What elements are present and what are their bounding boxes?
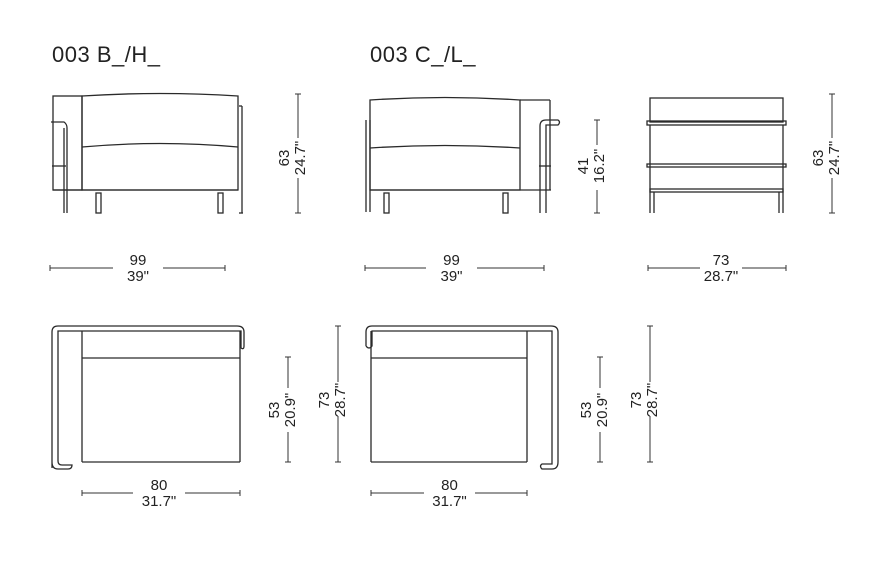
model-title-c: 003 C_/L_ [370,42,477,67]
side-view [646,97,787,213]
top-view-c [365,325,559,470]
front-view-c [365,96,561,214]
top-view-b [51,325,245,470]
front-view-b [51,92,243,214]
model-title-b: 003 B_/H_ [52,42,161,67]
